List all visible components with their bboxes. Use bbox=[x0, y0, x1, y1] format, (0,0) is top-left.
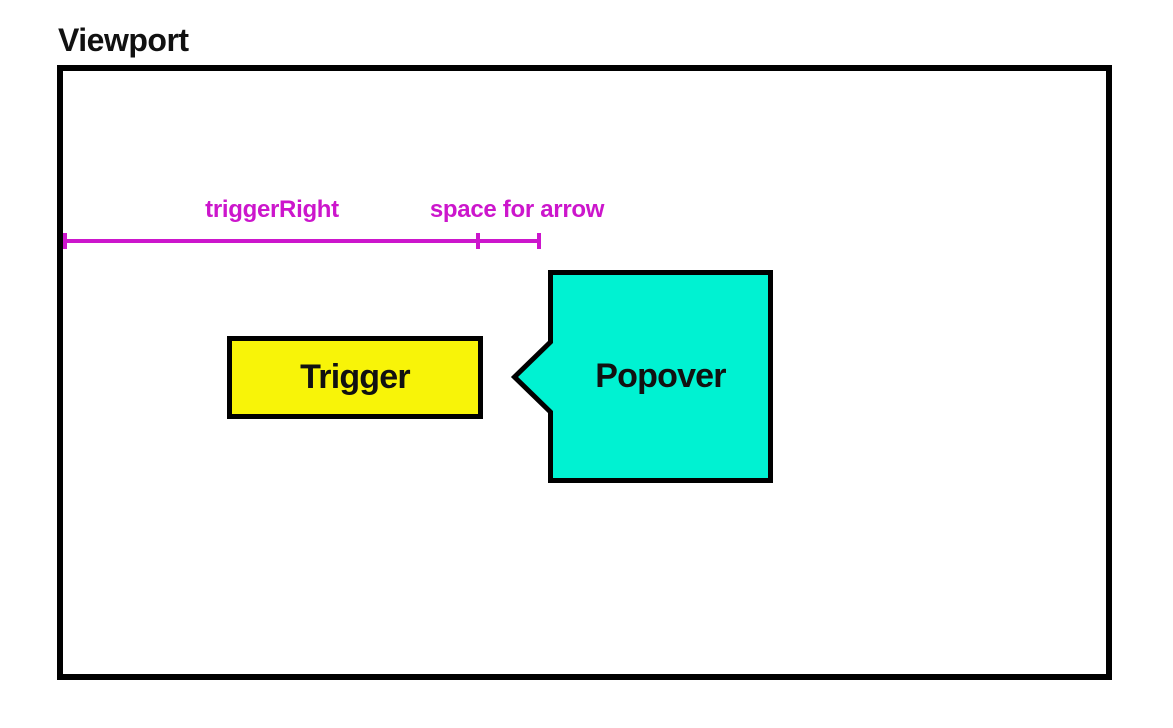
popover-shape bbox=[510, 270, 773, 483]
viewport-boundary-box bbox=[57, 65, 1112, 680]
popover-box: Popover bbox=[509, 266, 779, 487]
popover-arrow-outline bbox=[510, 270, 773, 483]
measure-tick-start bbox=[63, 233, 67, 249]
measure-tick-mid bbox=[476, 233, 480, 249]
arrow-space-label: space for arrow bbox=[429, 196, 605, 223]
page-title: Viewport bbox=[58, 22, 189, 58]
measure-tick-end bbox=[537, 233, 541, 249]
measure-line bbox=[63, 239, 541, 243]
trigger-label: Trigger bbox=[300, 358, 410, 396]
trigger-box: Trigger bbox=[227, 336, 483, 419]
trigger-right-label: triggerRight bbox=[205, 196, 339, 223]
